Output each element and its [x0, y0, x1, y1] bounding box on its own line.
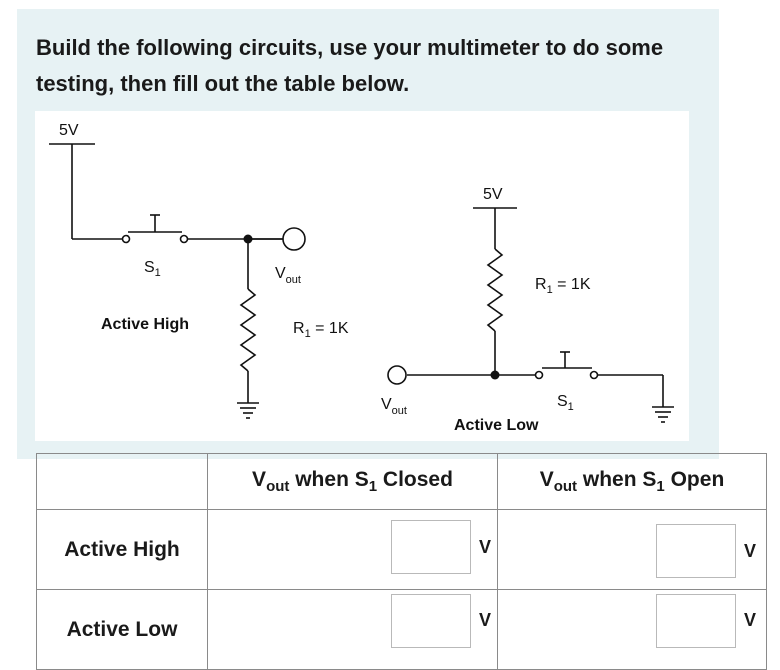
right-switch-contact-a: [534, 370, 544, 380]
left-switch-label: S1: [144, 259, 161, 279]
left-resistor-label: R1 = 1K: [293, 320, 349, 340]
col-header-open: Vout when S1 Open: [497, 453, 767, 510]
left-output-label: Vout: [275, 265, 301, 286]
left-switch-contact-a: [121, 234, 131, 244]
unit-label: V: [479, 537, 492, 557]
right-output-terminal: [387, 365, 407, 385]
right-ground-icon: [652, 406, 674, 423]
right-switch-actuator: [542, 351, 592, 369]
cell-active-low-open: V: [497, 589, 767, 670]
cell-active-high-open: V: [497, 509, 767, 590]
instructions-text: Build the following circuits, use your m…: [36, 35, 664, 96]
active-low-closed-input[interactable]: [391, 594, 471, 648]
results-table: Vout when S1 Closed Vout when S1 Open Ac…: [36, 453, 767, 670]
right-resistor: [486, 248, 504, 332]
table-row: Active High V V: [36, 509, 767, 590]
col-header-closed: Vout when S1 Closed: [207, 453, 498, 510]
right-resistor-label: R1 = 1K: [535, 276, 591, 296]
cell-active-high-closed: V: [207, 509, 498, 590]
row-label-active-high: Active High: [36, 509, 208, 590]
right-junction-dot: [490, 370, 500, 380]
row-label-active-low: Active Low: [36, 589, 208, 670]
active-high-open-input[interactable]: [656, 524, 736, 578]
cell-active-low-closed: V: [207, 589, 498, 670]
circuit-diagram: 5V S1 Vout Active High R1 = 1K 5V R1 = 1…: [35, 111, 689, 441]
right-supply-label: 5V: [483, 186, 503, 203]
left-switch-contact-b: [179, 234, 189, 244]
table-row: Active Low V V: [36, 589, 767, 670]
right-switch-contact-b: [589, 370, 599, 380]
left-resistor: [239, 288, 257, 372]
unit-label: V: [744, 610, 757, 630]
unit-label: V: [744, 541, 757, 561]
active-low-open-input[interactable]: [656, 594, 736, 648]
left-junction-dot: [243, 234, 253, 244]
active-high-closed-input[interactable]: [391, 520, 471, 574]
left-switch-actuator: [128, 214, 182, 233]
right-switch-label: S1: [557, 393, 574, 413]
unit-label: V: [479, 610, 492, 630]
corner-cell: [36, 453, 208, 510]
left-ground-icon: [237, 402, 259, 419]
left-output-terminal: [282, 227, 306, 251]
right-caption: Active Low: [454, 417, 539, 434]
table-header-row: Vout when S1 Closed Vout when S1 Open: [36, 453, 767, 510]
left-supply-label: 5V: [59, 122, 79, 139]
right-output-label: Vout: [381, 396, 407, 417]
left-caption: Active High: [101, 316, 189, 333]
